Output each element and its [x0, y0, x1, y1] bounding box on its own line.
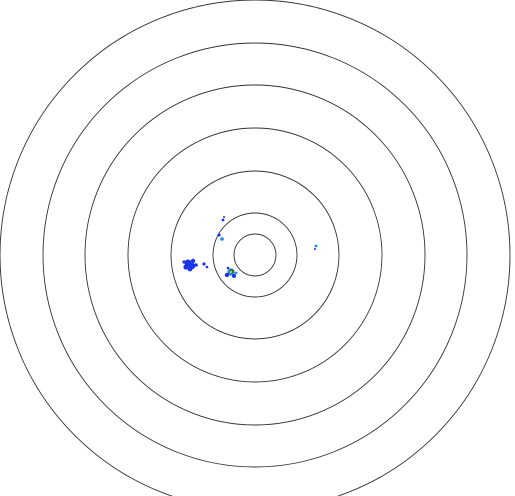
echo-cell	[314, 248, 316, 250]
echo-cell	[182, 260, 186, 264]
echo-cell	[190, 258, 196, 264]
echo-cell	[221, 218, 225, 222]
echo-cell	[226, 266, 230, 270]
precipitation-echoes	[182, 216, 318, 278]
echo-cell	[205, 265, 209, 269]
echo-cell	[187, 266, 193, 272]
range-ring-3	[170, 170, 340, 340]
echo-cell	[232, 274, 236, 278]
range-ring-6	[42, 42, 468, 468]
echo-cell	[234, 271, 238, 275]
echo-cell	[194, 263, 198, 267]
echo-cell	[217, 233, 221, 237]
echo-cluster-west	[182, 258, 209, 272]
echo-cell	[223, 216, 225, 218]
echo-cluster-east	[314, 244, 318, 250]
echo-cell	[183, 264, 189, 270]
range-ring-2	[212, 212, 298, 298]
echo-cell	[202, 262, 206, 266]
echo-cluster-center	[224, 266, 238, 278]
echo-cluster-north	[217, 216, 225, 241]
echo-cell	[220, 237, 224, 241]
range-ring-4	[127, 127, 383, 383]
echo-cell	[314, 244, 318, 248]
range-ring-5	[84, 84, 426, 426]
echo-cell	[224, 272, 230, 278]
range-ring-1	[233, 233, 277, 277]
echo-cell	[229, 270, 233, 274]
